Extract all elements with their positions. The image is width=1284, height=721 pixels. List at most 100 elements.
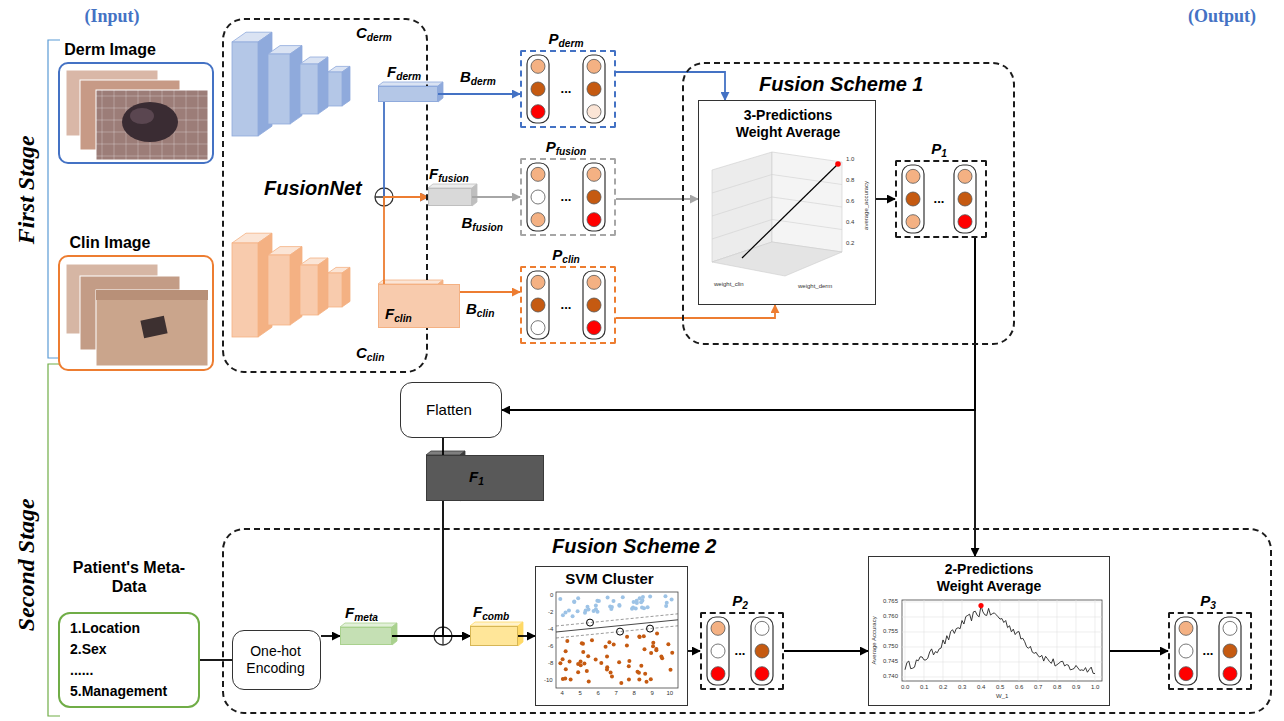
data-point [579,663,583,667]
layer-block-front [328,273,342,307]
axis-tick: 8 [633,690,636,697]
plot-grid [1000,600,1001,681]
axis-tick: 0.750 [883,643,898,650]
axis-tick: 5 [579,690,582,697]
feature-vector: Ffusion [428,188,472,206]
data-point [572,600,576,604]
process-box: Flatten [400,382,502,438]
data-point [597,599,601,603]
axis-title: Average Accuracy [871,616,878,664]
prediction-box: P1... [895,160,987,238]
axis-tick: 0.760 [883,613,898,620]
main-letter: F [429,165,438,182]
axis-tick: -8 [548,660,553,667]
plot-grid [902,662,1102,663]
data-point [610,675,614,679]
axis-title: W_1 [996,693,1008,700]
data-point [611,599,615,603]
layer-block-front [300,265,318,315]
layer-block-front [232,42,258,136]
data-point [567,608,571,612]
data-point [605,668,609,672]
class-probability [587,190,601,204]
prediction-label: Pclin [522,246,610,264]
feature-vector: Fderm [378,86,438,102]
plot-frame [902,600,1102,681]
connector [443,501,470,636]
data-point [648,594,652,598]
class-probability [531,213,545,227]
data-point [641,595,645,599]
feature-label: Ffusion [429,165,499,183]
axis-tick: 0.3 [958,684,966,691]
plot-grid [1038,600,1039,681]
data-point [606,596,610,600]
subscript: fusion [556,146,587,157]
subscript: fusion [438,173,469,184]
plot-pane [772,152,842,252]
connector [876,198,895,200]
image-box: Clin Image [58,255,214,371]
axis-tick: 0.4 [977,684,985,691]
data-point [637,677,641,681]
subscript: derm [471,76,496,87]
plot-grid [924,600,925,681]
probability-column [527,55,549,123]
probability-column [583,163,605,231]
class-probability [958,192,972,206]
data-point [561,657,565,661]
image-grid [198,90,199,160]
data-point [655,632,659,636]
data-point [585,669,589,673]
data-point [619,681,623,685]
feature-vector: Fclin [378,284,460,328]
image-grid [102,90,103,160]
class-probability [711,621,725,635]
data-point [564,649,568,653]
metadata-box: Patient's Meta-Data1.Location2.Sex......… [58,612,200,708]
subscript: clin [394,313,412,324]
prediction-label: Pfusion [522,138,610,156]
class-probability [531,298,545,312]
plot-grid [712,175,772,194]
accuracy-line [742,164,838,258]
axis-tick: 0.6 [1015,684,1023,691]
plot-grid [902,647,1102,648]
prediction-label: Pderm [522,30,610,48]
class-probability [587,298,601,312]
plot-grid [1095,600,1096,681]
class-probability [587,321,601,335]
data-point [599,661,603,665]
data-point [607,640,611,644]
plot-grid [902,677,1102,678]
image-photo [96,90,208,160]
layer-block-side [342,267,350,307]
data-point [666,642,670,646]
data-point [576,609,580,613]
connector [502,238,975,410]
main-letter: F [473,603,482,620]
probability-column [707,617,729,685]
data-point [581,650,585,654]
probability-column [583,55,605,123]
process-title: SVM Cluster [536,570,683,588]
subscript: comb [482,611,509,622]
class-probability [531,105,545,119]
image-grid [114,90,115,160]
axis-tick: 0.765 [883,598,898,605]
connector-label: Bfusion [461,214,504,231]
image-grid [96,96,208,97]
data-point [632,600,636,604]
connector [384,197,428,284]
feature-label: Fclin [385,305,455,323]
feature-label: Fmeta [345,604,415,622]
probability-column [1219,617,1241,685]
data-point [625,643,629,647]
data-point [665,601,669,605]
class-probability [587,167,601,181]
class-probability [587,213,601,227]
class-probability [531,59,545,73]
data-point [645,680,649,684]
data-point [642,647,646,651]
